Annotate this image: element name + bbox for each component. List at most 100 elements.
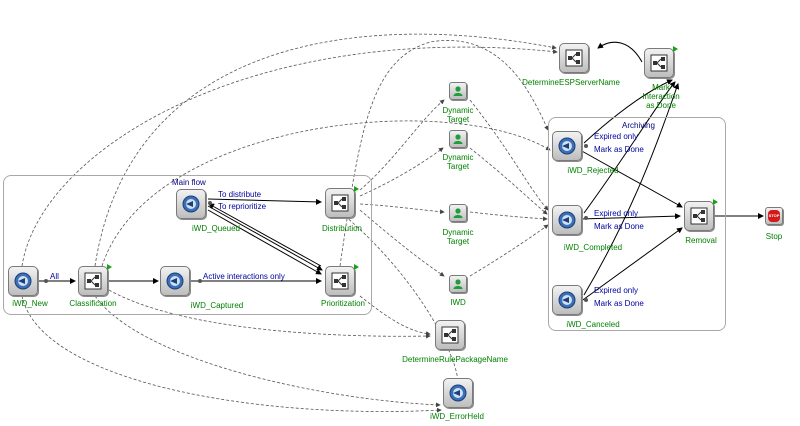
strategy-icon [690, 207, 708, 225]
edge-queued-distribution [207, 198, 322, 205]
iwd-queued-label: iWD_Queued [191, 224, 241, 233]
strategy-icon [331, 272, 349, 290]
target-icon [453, 86, 463, 96]
edge-rejected-removal [579, 149, 683, 208]
dynamic-target-3-node[interactable] [449, 204, 467, 222]
prioritization-node[interactable] [325, 264, 359, 296]
target-icon [453, 134, 463, 144]
prioritization-label: Prioritization [320, 299, 366, 308]
strategy-icon [84, 272, 102, 290]
edge-label-markdone-completed: Mark as Done [594, 222, 644, 231]
edge-label-expired-completed: Expired only [594, 209, 639, 218]
edge-dist-iwd [359, 209, 445, 277]
edge-iwd-completed [469, 224, 549, 277]
queue-icon [558, 211, 576, 229]
iwd-captured-node[interactable] [160, 266, 190, 296]
queue-icon [166, 272, 184, 290]
edge-dist-target1 [359, 99, 445, 191]
stop-icon: STOP [768, 210, 780, 222]
iwd-errorheld-node[interactable] [443, 378, 473, 408]
edge-label-all: All [50, 272, 59, 281]
iwd-rejected-label: iWD_Rejected [567, 166, 619, 175]
edge-label-markdone-canceled: Mark as Done [594, 299, 644, 308]
edge-class-loop [101, 120, 551, 267]
dynamic-target-2-label: Dynamic Target [442, 153, 474, 171]
dynamic-target-1-node[interactable] [449, 82, 467, 100]
iwd-canceled-node[interactable] [552, 285, 582, 315]
target-icon [453, 279, 463, 289]
strategy-icon [565, 49, 583, 67]
edge-label-expired-rejected: Expired only [594, 132, 639, 141]
mark-done-label: Mark Interaction as Done [642, 83, 680, 110]
mark-done-node[interactable] [644, 46, 678, 78]
edge-prio-rejected [339, 40, 549, 267]
edge-canceled-markdone [583, 83, 680, 296]
edge-dist-target2 [359, 147, 444, 197]
edge-completed-removal [579, 213, 681, 220]
edge-target2-completed [469, 147, 548, 215]
iwd-completed-label: iWD_Completed [563, 243, 623, 252]
edge-label-to-distribute: To distribute [218, 190, 262, 199]
edge-completed-markdone [583, 81, 676, 214]
main-flow-group [3, 175, 372, 315]
edge-markdone-esp [597, 41, 643, 63]
queue-icon [449, 384, 467, 402]
edge-target1-rejected [469, 99, 549, 211]
edge-label-expired-canceled: Expired only [594, 286, 639, 295]
iwd-canceled-label: iWD_Canceled [566, 320, 620, 329]
edge-queued-back [208, 203, 322, 267]
edge-new-error [21, 295, 442, 413]
queue-icon [14, 272, 32, 290]
iwd-target-node[interactable] [449, 275, 467, 293]
dynamic-target-1-label: Dynamic Target [442, 106, 474, 124]
distribution-node[interactable] [325, 186, 359, 218]
distribution-label: Distribution [321, 224, 363, 233]
iwd-new-label: iWD_New [12, 299, 48, 308]
removal-label: Removal [685, 236, 717, 245]
edge-prio-rule [359, 295, 431, 336]
iwd-errorheld-label: iWD_ErrorHeld [430, 412, 484, 421]
edge-queued-prioritization-b [207, 209, 322, 275]
classification-label: Classification [69, 299, 117, 308]
edge-new-esp [21, 46, 558, 267]
strategy-icon [331, 194, 349, 212]
dynamic-target-2-node[interactable] [449, 130, 467, 148]
iwd-queued-node[interactable] [176, 189, 206, 219]
edge-label-active-only: Active interactions only [203, 272, 285, 281]
dynamic-target-3-label: Dynamic Target [442, 228, 474, 246]
determine-esp-label: DetermineESPServerName [522, 78, 620, 87]
edge-class-esp [94, 33, 557, 267]
main-flow-title: Main flow [172, 178, 206, 187]
iwd-rejected-node[interactable] [552, 131, 582, 161]
archiving-title: Archiving [622, 121, 655, 130]
queue-icon [182, 195, 200, 213]
edge-dist-target3 [359, 203, 445, 215]
determine-esp-node[interactable] [559, 43, 589, 73]
stop-node[interactable]: STOP [765, 207, 783, 225]
stop-label: Stop [765, 232, 783, 241]
edge-class-error [94, 295, 441, 408]
iwd-new-node[interactable] [8, 266, 38, 296]
target-icon [453, 208, 463, 218]
queue-icon [558, 137, 576, 155]
strategy-icon [650, 54, 668, 72]
determine-rule-node[interactable] [435, 320, 465, 350]
strategy-icon [441, 326, 459, 344]
queue-icon [558, 291, 576, 309]
edge-label-markdone-rejected: Mark as Done [594, 145, 644, 154]
removal-node[interactable] [684, 199, 718, 231]
edge-rejected-markdone [583, 79, 673, 144]
classification-node[interactable] [78, 264, 112, 296]
determine-rule-label: DetermineRulePackageName [402, 355, 508, 364]
iwd-target-label: IWD [450, 298, 466, 307]
archiving-group [548, 117, 726, 331]
edge-label-to-reprioritize: To reprioritize [218, 202, 267, 211]
edge-queued-prioritization-a [207, 205, 323, 271]
edge-canceled-removal [579, 227, 683, 303]
edge-dist-error [344, 215, 461, 387]
iwd-captured-label: iWD_Captured [190, 301, 244, 310]
edge-target3-completed [469, 211, 548, 222]
iwd-completed-node[interactable] [552, 205, 582, 235]
edge-class-rule [108, 289, 431, 339]
